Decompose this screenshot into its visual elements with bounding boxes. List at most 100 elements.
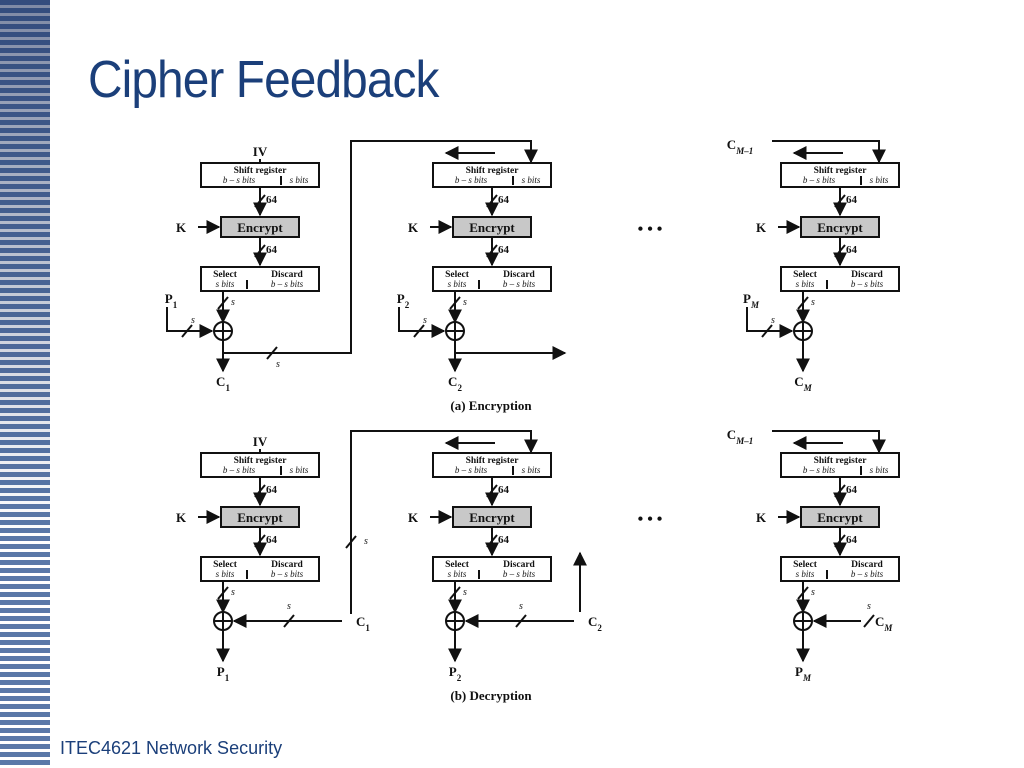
enc-stage-3-select-box-bs-label: b – s bits [851, 279, 884, 289]
enc-stage-3-plaintext-slash [761, 324, 773, 338]
dec-stage-1-select-box-select-label: Select [213, 560, 238, 570]
enc-stage-2-plaintext-slash [413, 324, 425, 338]
enc-stage-1-select-box-select-label: Select [213, 270, 238, 280]
enc-stage-1-plaintext-slash [181, 324, 193, 338]
enc-stage-3-cm1-label: CM–1 [727, 137, 753, 156]
enc-stage-1-slash-s [217, 296, 229, 310]
enc-stage-3-shift-register-s-label: s bits [870, 175, 889, 185]
enc-stage-1-encrypt-box-label: Encrypt [237, 220, 283, 235]
dec-stage-2-cipher-slash [515, 614, 527, 628]
dec-stage-3-slash-64a [834, 484, 846, 498]
dec-stage-2-shift-register-bs-label: b – s bits [455, 465, 488, 475]
enc-stage-2-slash-s [449, 296, 461, 310]
dec-stage-2-slash-64a [486, 484, 498, 498]
dec-stage-1-shift-register-s-label: s bits [290, 465, 309, 475]
enc-stage-2-ciphertext-label: C2 [448, 374, 462, 393]
enc-stage-2-select-box-select-label: Select [445, 270, 470, 280]
dec-feedback-width: s [364, 536, 368, 547]
enc-stage-3-width-64b: 64 [846, 244, 858, 256]
enc-caption: (a) Encryption [450, 398, 532, 413]
dec-stage-2-encrypt-box-label: Encrypt [469, 510, 515, 525]
enc-stage-1-shift-register [200, 162, 320, 188]
dec-stage-1-select-box [200, 556, 320, 582]
dec-stage-2-slash-s [449, 586, 461, 600]
dec-stage-1-select-box-bs-label: b – s bits [271, 569, 304, 579]
enc-stage-3-select-box [780, 266, 900, 292]
enc-feedback-slash [266, 346, 278, 360]
enc-stage-2-key-label: K [408, 220, 419, 235]
dec-stage-3-select-box-select-label: Select [793, 560, 818, 570]
enc-stage-1-shift-register-s-label: s bits [290, 175, 309, 185]
dec-stage-3-cipher-label: CM [875, 614, 893, 633]
dec-stage-3-select-box [780, 556, 900, 582]
dec-stage-2-width-64b: 64 [498, 534, 510, 546]
dec-stage-1-encrypt-box-label: Encrypt [237, 510, 283, 525]
enc-stage-1-select-box-bs-label: b – s bits [271, 279, 304, 289]
enc-stage-1-iv-label: IV [253, 144, 268, 159]
enc-stage-1-width-64a: 64 [266, 194, 278, 206]
dec-stage-3-shift-register-title: Shift register [814, 456, 868, 466]
dec-stage-3-encrypt-box-label: Encrypt [817, 510, 863, 525]
decorative-stripe-gradient [0, 0, 50, 768]
enc-stage-1-ciphertext-label: C1 [216, 374, 230, 393]
dec-stage-1-width-64a: 64 [266, 484, 278, 496]
enc-stage-3-slash-s [797, 296, 809, 310]
dec-feedback-1-2 [350, 430, 538, 614]
dec-stage-1-select-box-discard-label: Discard [271, 560, 303, 570]
enc-stage-3-select-box-discard-label: Discard [851, 270, 883, 280]
dec-stage-2-slash-64b [486, 534, 498, 548]
dec-stage-1-shift-register-bs-label: b – s bits [223, 465, 256, 475]
enc-stage-3-select-box-s-label: s bits [796, 279, 815, 289]
enc-stage-1-width-s: s [231, 297, 235, 308]
dec-stage-1-cipher-width: s [287, 601, 291, 612]
enc-stage-3-width-s: s [811, 297, 815, 308]
enc-stage-1-shift-register-title: Shift register [234, 166, 288, 176]
dec-stage-1-plaintext-label: P1 [217, 664, 230, 683]
dec-stage-1-shift-register-title: Shift register [234, 456, 288, 466]
enc-stage-2-encrypt-box-label: Encrypt [469, 220, 515, 235]
enc-stage-1-plaintext-width: s [191, 315, 195, 326]
enc-stage-3-shift-register [780, 162, 900, 188]
enc-stage-2-plaintext-width: s [423, 315, 427, 326]
dec-stage-2-cipher-label: C2 [588, 614, 602, 633]
dec-stage-2-select-box-select-label: Select [445, 560, 470, 570]
enc-stage-2-shift-register [432, 162, 552, 188]
slide-footer: ITEC4621 Network Security [60, 738, 283, 758]
dec-stage-3-slash-s [797, 586, 809, 600]
enc-stage-2-select-box-bs-label: b – s bits [503, 279, 536, 289]
dec-stage-2-key-label: K [408, 510, 419, 525]
dec-stage-1-select-box-s-label: s bits [216, 569, 235, 579]
dec-stage-2-shift-register-title: Shift register [466, 456, 520, 466]
enc-stage-3-ciphertext-label: CM [794, 374, 812, 393]
enc-stage-1-select-box-discard-label: Discard [271, 270, 303, 280]
dec-stage-2-select-box-bs-label: b – s bits [503, 569, 536, 579]
enc-stage-1-width-64b: 64 [266, 244, 278, 256]
enc-stage-1-select-box [200, 266, 320, 292]
dec-stage-2-plaintext-label: P2 [449, 664, 462, 683]
dec-stage-1-slash-64a [254, 484, 266, 498]
enc-feedback-width: s [276, 359, 280, 370]
dec-stage-1-width-s: s [231, 587, 235, 598]
enc-stage-2-select-box-s-label: s bits [448, 279, 467, 289]
enc-stage-3-key-label: K [756, 220, 767, 235]
enc-stage-3-plaintext-arrow [746, 307, 794, 338]
enc-stage-1-plaintext-label: P1 [165, 291, 178, 310]
dec-stage-2-cipher-width: s [519, 601, 523, 612]
enc-stage-2-select-box [432, 266, 552, 292]
enc-stage-1-plaintext-arrow [166, 307, 214, 338]
enc-stage-1-shift-register-bs-label: b – s bits [223, 175, 256, 185]
dec-stage-3-select-box-bs-label: b – s bits [851, 569, 884, 579]
enc-stage-3-shift-register-bs-label: b – s bits [803, 175, 836, 185]
dec-stage-3-slash-64b [834, 534, 846, 548]
dec-stage-1-slash-64b [254, 534, 266, 548]
dec-stage-2-width-64a: 64 [498, 484, 510, 496]
dec-stage-3-shift-register-s-label: s bits [870, 465, 889, 475]
dec-stage-2-width-s: s [463, 587, 467, 598]
enc-stage-1-select-box-s-label: s bits [216, 279, 235, 289]
enc-stage-1-slash-64a [254, 194, 266, 208]
enc-stage-2-width-64b: 64 [498, 244, 510, 256]
enc-stage-2-shift-register-bs-label: b – s bits [455, 175, 488, 185]
dec-stage-2-shift-register-s-label: s bits [522, 465, 541, 475]
dec-stage-3-cm1-label: CM–1 [727, 427, 753, 446]
